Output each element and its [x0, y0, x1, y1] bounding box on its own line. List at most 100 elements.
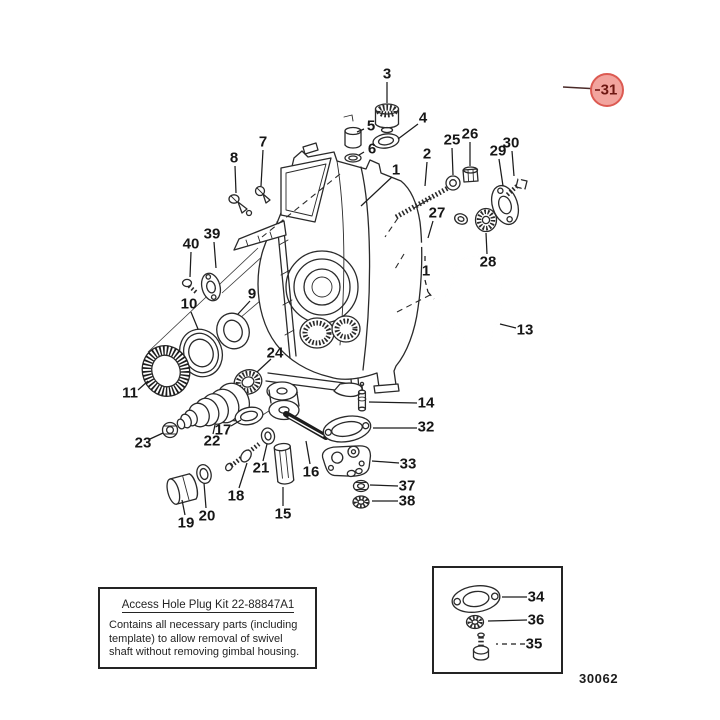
drawing-number: 30062: [579, 671, 619, 686]
callout-leader-4: [397, 123, 419, 140]
part-14-grease-fitting: [357, 381, 367, 412]
callout-9[interactable]: 9: [248, 286, 256, 303]
callout-24[interactable]: 24: [267, 345, 284, 362]
part-13-cover-gasket: [437, 255, 503, 348]
part-40-bolt: [181, 278, 199, 295]
callout-19[interactable]: 19: [178, 515, 195, 532]
callout-leader-29: [498, 158, 504, 187]
callout-leader-13: [499, 323, 517, 329]
part-39-retainer-plate: [200, 272, 222, 302]
callout-16[interactable]: 16: [303, 464, 320, 481]
callout-leader-39: [213, 241, 217, 269]
callout-38[interactable]: 38: [399, 493, 416, 510]
callout-31[interactable]: 31: [601, 82, 618, 99]
note-title: Access Hole Plug Kit 22-88847A1: [121, 599, 295, 613]
swivel-bracket: [265, 372, 363, 421]
callout-23[interactable]: 23: [135, 435, 152, 452]
part-7-screw: [254, 185, 271, 204]
callout-30[interactable]: 30: [503, 135, 520, 152]
note-line-3: shaft without removing gimbal housing.: [109, 646, 300, 658]
note-line-1: Contains all necessary parts (including: [109, 619, 298, 631]
part-32-gasket: [322, 415, 372, 443]
callout-5[interactable]: 5: [367, 118, 375, 135]
callout-3[interactable]: 3: [383, 66, 391, 83]
part-8-plug: [228, 194, 253, 217]
part-20-o-ring: [196, 463, 212, 485]
callout-17[interactable]: 17: [215, 422, 232, 439]
callout-40[interactable]: 40: [183, 236, 200, 253]
callout-20[interactable]: 20: [199, 508, 216, 525]
part-9-bearing-race: [216, 312, 250, 350]
callout-leader-8: [234, 165, 237, 194]
callout-leader-27: [427, 220, 434, 239]
callout-39[interactable]: 39: [204, 226, 221, 243]
callout-leader-23: [149, 432, 164, 440]
part-1-gimbal-housing: [233, 142, 423, 395]
callout-leader-37: [369, 484, 399, 487]
part-28-bushing: [474, 207, 498, 233]
callout-8[interactable]: 8: [230, 150, 238, 167]
callout-6[interactable]: 6: [368, 141, 376, 158]
callout-1a[interactable]: 1: [392, 162, 400, 179]
part-11-roller-bearing: [141, 345, 191, 397]
callout-leader-1b: [424, 279, 429, 293]
part-6-washer: [344, 153, 362, 163]
part-26-nut: [462, 166, 479, 183]
part-23-nut: [161, 421, 179, 439]
callout-36[interactable]: 36: [528, 612, 545, 629]
callout-15[interactable]: 15: [275, 506, 292, 523]
callout-27[interactable]: 27: [429, 205, 446, 222]
part-5-bushing: [343, 114, 362, 149]
callout-7[interactable]: 7: [259, 134, 267, 151]
callout-leader-2: [424, 161, 428, 187]
part-19-plug-cap: [166, 473, 199, 505]
part-34-access-gasket: [451, 585, 501, 613]
highlight-badge-31[interactable]: [590, 73, 624, 107]
callout-leader-5: [356, 128, 365, 133]
callout-10[interactable]: 10: [181, 296, 198, 313]
part-17-seal-ring: [234, 406, 264, 426]
note-line-2: template) to allow removal of swivel: [109, 632, 283, 645]
callout-leader-36: [487, 619, 528, 622]
callout-leader-9: [237, 300, 251, 315]
callout-34[interactable]: 34: [528, 589, 545, 606]
callout-4[interactable]: 4: [419, 110, 428, 127]
part-33-cover-plate: [321, 445, 372, 478]
inset-box: [432, 566, 563, 674]
callout-leader-22: [212, 424, 216, 435]
callout-22[interactable]: 22: [204, 433, 221, 450]
callout-26[interactable]: 26: [462, 126, 479, 143]
callout-11[interactable]: 11: [122, 385, 138, 402]
callout-1b[interactable]: 1: [422, 263, 430, 280]
alignment-dashes: [261, 173, 431, 313]
callout-13[interactable]: 13: [517, 322, 534, 339]
part-27-water-tube: [399, 213, 468, 257]
callout-37[interactable]: 37: [399, 478, 416, 495]
callout-leader-6: [358, 151, 365, 156]
part-3-bearing-cup: [374, 103, 400, 134]
callout-2[interactable]: 2: [423, 146, 431, 163]
callout-18[interactable]: 18: [228, 488, 245, 505]
callout-leader-17: [230, 419, 242, 427]
part-36-nut: [465, 614, 485, 630]
part-29-flange-plate: [490, 184, 520, 226]
callout-21[interactable]: 21: [253, 460, 270, 477]
callout-leader-21: [262, 443, 268, 462]
callout-leader-28: [485, 232, 488, 255]
callout-28[interactable]: 28: [480, 254, 497, 271]
callout-leader-25: [451, 147, 454, 176]
callout-25[interactable]: 25: [444, 132, 461, 149]
callout-35[interactable]: 35: [526, 636, 543, 653]
callout-leader-1b: [427, 291, 435, 300]
callout-14[interactable]: 14: [418, 395, 435, 412]
part-4-seal: [372, 133, 400, 149]
callout-leader-24: [256, 358, 272, 373]
callout-29[interactable]: 29: [490, 143, 507, 160]
part-21-washer: [260, 427, 276, 445]
part-2-stud: [394, 185, 450, 220]
callout-33[interactable]: 33: [400, 456, 417, 473]
callout-32[interactable]: 32: [418, 419, 435, 436]
callout-leader-30: [511, 150, 515, 177]
